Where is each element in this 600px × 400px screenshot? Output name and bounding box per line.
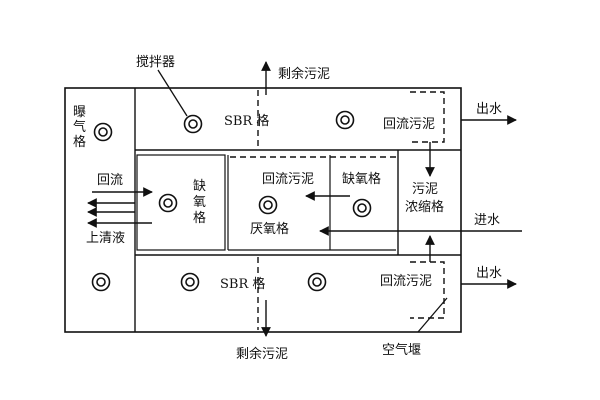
mixer-icon [91,272,111,292]
mixer-leader-line [157,69,188,117]
mixer-icon [307,272,327,292]
return-sludge-bottom-label: 回流污泥 [380,274,432,289]
excess-sludge-top-label: 剩余污泥 [278,66,330,82]
aeration-cell-label-3: 格 [73,134,86,150]
aeration-cell-label-1: 曝 [73,105,86,120]
anoxic-cell-left [136,154,226,251]
anoxic-left-label-3: 格 [193,210,206,226]
mixer-icon [352,198,372,218]
mixer-icon [93,122,113,142]
supernatant-label: 上清液 [86,231,125,246]
mixer-icon [158,193,178,213]
return-sludge-top-label: 回流污泥 [383,117,435,132]
anoxic-left-label-2: 氧 [193,195,206,210]
anaerobic-label: 厌氧格 [250,221,289,237]
dashed-weir-bottom [410,261,445,319]
mixer-label: 搅拌器 [136,54,175,70]
anoxic-left-label-1: 缺 [193,179,206,194]
sbr-top-label: SBR 格 [224,113,269,129]
sbr-bottom-label: SBR 格 [220,276,265,292]
thickener-label-2: 浓缩格 [405,199,444,215]
return-sludge-mid-label: 回流污泥 [262,172,314,187]
mixer-icon [258,195,278,215]
excess-sludge-bottom-label: 剩余污泥 [236,346,288,362]
air-weir-leader-line [417,297,448,333]
reflux-label: 回流 [97,173,123,188]
mixer-icon [180,272,200,292]
inlet-label: 进水 [474,213,500,228]
dashed-weir-top [410,91,445,143]
aeration-cell-label-2: 气 [73,119,86,135]
anoxic-right-label: 缺氧格 [342,171,381,187]
air-weir-label: 空气堰 [382,342,421,358]
thickener-label-1: 污泥 [412,182,438,197]
outlet-bottom-label: 出水 [476,266,502,281]
outlet-top-label: 出水 [476,102,502,117]
mixer-icon [335,110,355,130]
mixer-icon [183,114,203,134]
